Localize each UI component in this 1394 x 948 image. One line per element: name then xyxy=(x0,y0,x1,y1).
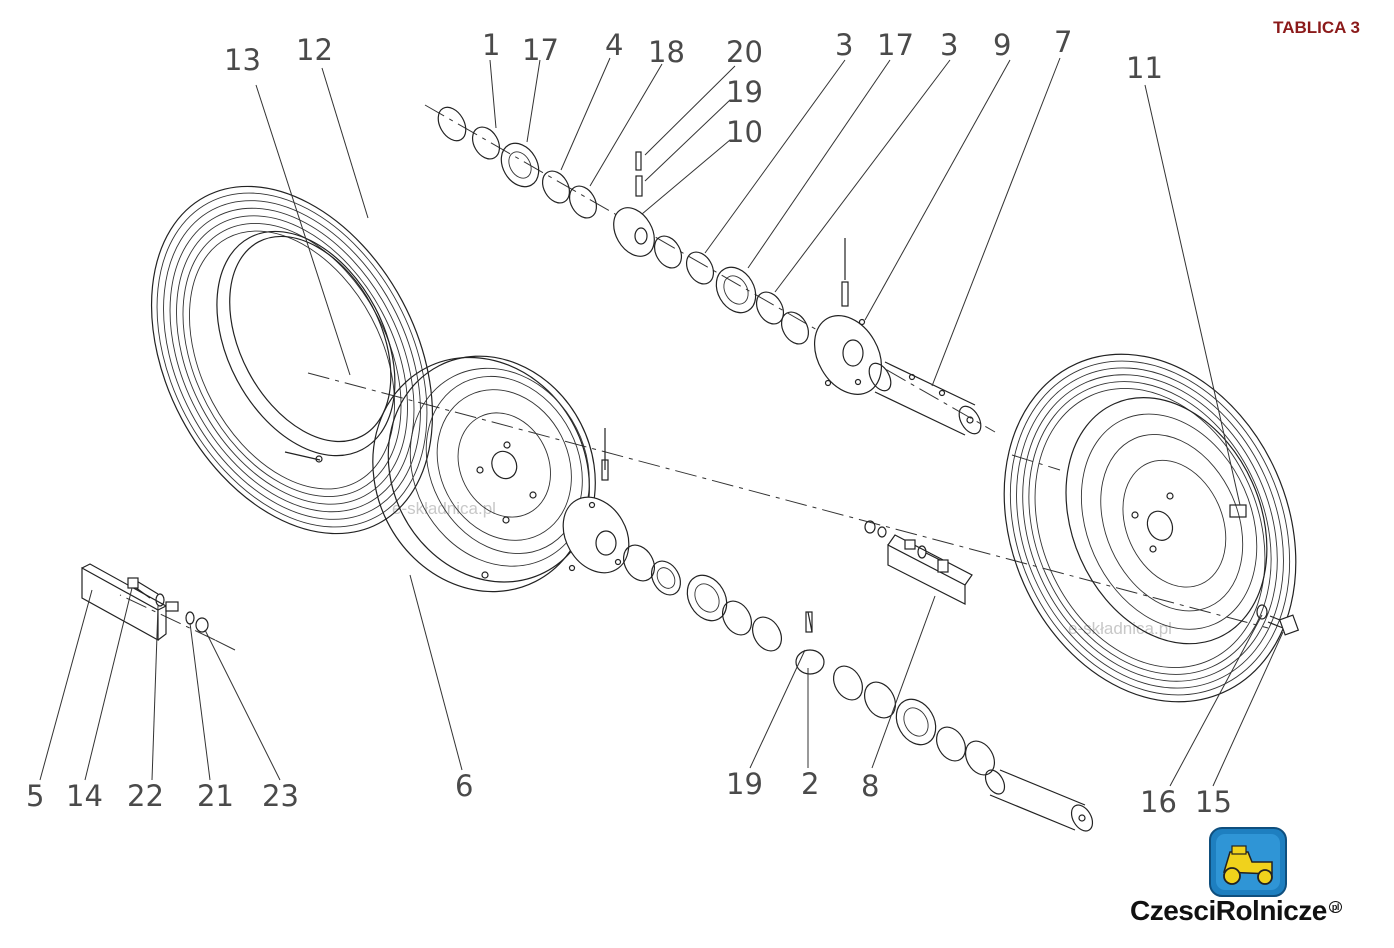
left-tire xyxy=(150,185,434,535)
brand-name: CzesciRolnicze xyxy=(1130,895,1327,926)
bracket-left xyxy=(81,563,209,642)
part-label: 21 xyxy=(197,779,234,813)
part-label: 19 xyxy=(726,75,763,109)
wheel-rim xyxy=(372,355,596,593)
upper-axis-line xyxy=(424,104,996,433)
wheel-bolt xyxy=(1256,604,1300,636)
part-label: 7 xyxy=(1054,25,1072,59)
bracket-axis-line xyxy=(119,594,216,641)
part-label: 19 xyxy=(726,767,763,801)
tractor-logo-icon xyxy=(1209,827,1287,897)
part-label: 22 xyxy=(127,779,164,813)
part-label: 8 xyxy=(861,769,879,803)
part-label: 3 xyxy=(940,28,958,62)
part-label: 17 xyxy=(877,28,914,62)
part-label: 10 xyxy=(726,115,763,149)
leader-lines xyxy=(39,57,1284,787)
part-label: 17 xyxy=(522,33,559,67)
part-label: 5 xyxy=(26,779,44,813)
part-labels: 13 12 1 17 4 18 20 19 10 3 17 3 9 7 11 5… xyxy=(26,25,1232,819)
lower-axle-shaft xyxy=(984,769,1094,832)
part-label: 2 xyxy=(801,767,819,801)
part-label: 14 xyxy=(66,779,103,813)
part-label: 1 xyxy=(482,28,500,62)
brand-suffix: pl xyxy=(1328,900,1342,913)
watermark: e-składnica.pl xyxy=(1068,619,1172,638)
lower-bearing-stack xyxy=(622,544,996,776)
part-label: 15 xyxy=(1195,785,1232,819)
tire-valve xyxy=(1229,504,1247,518)
part-label: 3 xyxy=(835,28,853,62)
part-label: 9 xyxy=(993,28,1011,62)
right-wheel xyxy=(1003,353,1297,703)
bracket-right xyxy=(864,520,973,605)
part-label: 23 xyxy=(262,779,299,813)
part-label: 4 xyxy=(605,28,623,62)
part-label: 16 xyxy=(1140,785,1177,819)
upper-bearing-stack xyxy=(437,106,810,345)
part-label: 13 xyxy=(224,43,261,77)
hub-flange-upper xyxy=(813,315,883,395)
part-label: 20 xyxy=(726,35,763,69)
sheet-title: TABLICA 3 xyxy=(1273,18,1360,37)
part-label: 12 xyxy=(296,33,333,67)
part-label: 11 xyxy=(1126,51,1163,85)
lower-axis-line xyxy=(307,372,1269,629)
upper-axle-shaft xyxy=(868,361,982,436)
part-label: 6 xyxy=(455,769,473,803)
part-label: 18 xyxy=(648,35,685,69)
tire-valve xyxy=(284,451,321,461)
hub-flange-lower xyxy=(562,496,630,574)
